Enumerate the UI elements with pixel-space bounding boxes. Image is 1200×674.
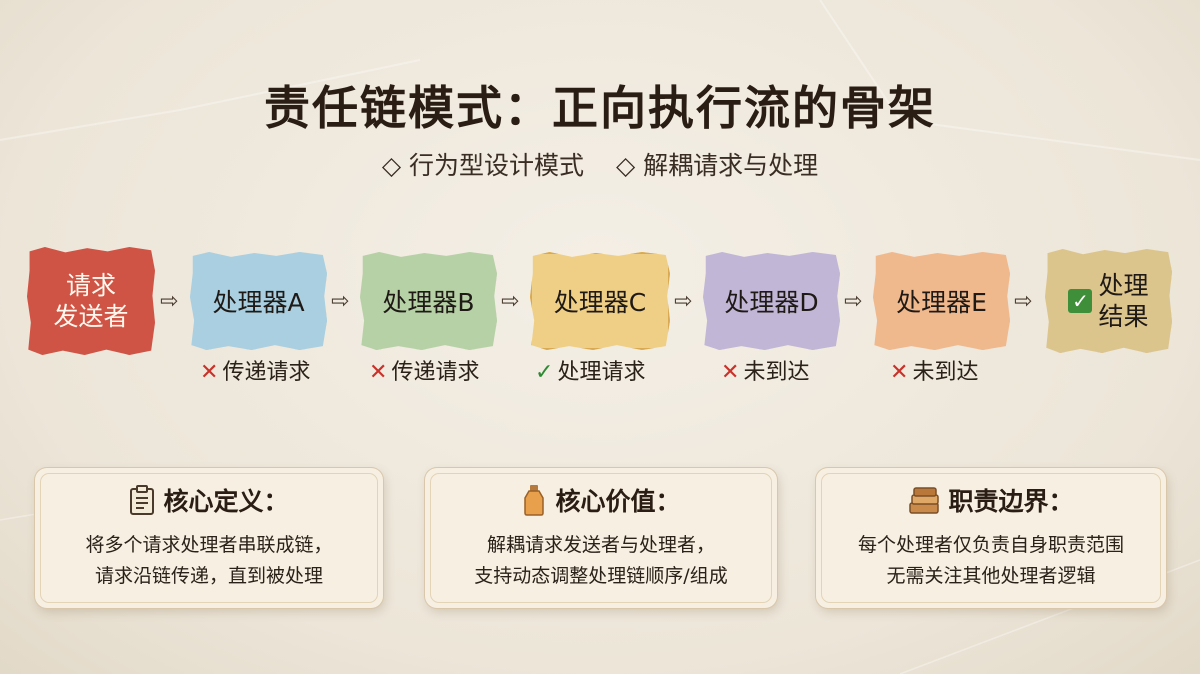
handler-c-node: 处理器C	[530, 252, 670, 350]
card-core-value: 核心价值： 解耦请求发送者与处理者， 支持动态调整处理链顺序/组成	[425, 468, 777, 608]
handler-c-status-text: 处理请求	[557, 360, 646, 385]
card-text-line: 解耦请求发送者与处理者，	[486, 534, 715, 556]
subtitle: ◇ 行为型设计模式 ◇ 解耦请求与处理	[0, 146, 1200, 182]
card-heading: 核心定义：	[163, 487, 289, 516]
handler-d-node: 处理器D	[703, 252, 840, 350]
handler-e-label: 处理器E	[896, 288, 987, 317]
card-core-definition: 核心定义： 将多个请求处理者串联成链， 请求沿链传递，直到被处理	[35, 468, 383, 608]
card-text-line: 无需关注其他处理者逻辑	[886, 565, 1096, 587]
result-node: ✓ 处理 结果	[1045, 249, 1172, 353]
handler-d-label: 处理器D	[724, 288, 819, 317]
handler-b-node: 处理器B	[360, 252, 497, 350]
arrow-icon: ⇨	[844, 289, 863, 314]
card-responsibility-boundary: 职责边界： 每个处理者仅负责自身职责范围 无需关注其他处理者逻辑	[816, 468, 1166, 608]
subtitle-tag-behavioral: ◇ 行为型设计模式	[381, 151, 585, 180]
clipboard-icon	[129, 485, 155, 515]
handler-a-node: 处理器A	[190, 252, 327, 350]
bottle-icon	[521, 484, 547, 516]
subtitle-tag-decouple: ◇ 解耦请求与处理	[615, 151, 819, 180]
result-label-line1: 处理	[1098, 270, 1149, 300]
card-heading: 核心价值：	[555, 487, 681, 516]
card-heading-row: 职责边界：	[816, 482, 1166, 518]
sender-label-line2: 发送者	[53, 302, 129, 331]
result-label-line2: 结果	[1098, 302, 1149, 331]
card-heading-row: 核心价值：	[425, 482, 777, 518]
handler-b-status-text: 传递请求	[391, 360, 480, 385]
arrow-icon: ⇨	[1014, 289, 1033, 314]
card-text-line: 支持动态调整处理链顺序/组成	[474, 565, 728, 587]
arrow-icon: ⇨	[501, 289, 520, 314]
card-heading-row: 核心定义：	[35, 482, 383, 518]
books-icon	[908, 485, 940, 515]
cross-icon: ✕	[369, 360, 388, 385]
card-body: 将多个请求处理者串联成链， 请求沿链传递，直到被处理	[45, 530, 373, 592]
cross-icon: ✕	[721, 360, 740, 385]
handler-a-status-text: 传递请求	[222, 360, 311, 385]
handler-a-label: 处理器A	[212, 288, 305, 317]
cross-icon: ✕	[890, 360, 909, 385]
handler-d-status-text: 未到达	[743, 360, 810, 385]
handler-c-label: 处理器C	[553, 288, 647, 317]
checkbox-checked-icon: ✓	[1068, 289, 1093, 313]
card-text-line: 每个处理者仅负责自身职责范围	[857, 534, 1124, 556]
arrow-icon: ⇨	[674, 289, 693, 314]
handler-e-status: ✕未到达	[890, 354, 978, 386]
card-body: 每个处理者仅负责自身职责范围 无需关注其他处理者逻辑	[826, 530, 1156, 592]
card-body: 解耦请求发送者与处理者， 支持动态调整处理链顺序/组成	[435, 530, 767, 592]
check-icon: ✓	[535, 360, 554, 385]
handler-e-status-text: 未到达	[912, 360, 979, 385]
handler-d-status: ✕未到达	[721, 354, 809, 386]
card-text-line: 请求沿链传递，直到被处理	[94, 565, 323, 587]
request-sender-node: 请求 发送者	[27, 247, 155, 355]
arrow-icon: ⇨	[331, 289, 350, 314]
chain-flow: 请求 发送者 ⇨ 处理器A ✕传递请求 ⇨ 处理器B ✕传递请求 ⇨ 处理器C …	[0, 242, 1200, 392]
card-heading: 职责边界：	[948, 487, 1074, 516]
sender-label-line1: 请求	[65, 270, 116, 300]
page-title: 责任链模式：正向执行流的骨架	[264, 81, 936, 135]
cross-icon: ✕	[200, 360, 219, 385]
handler-b-label: 处理器B	[382, 288, 475, 317]
handler-b-status: ✕传递请求	[369, 354, 479, 386]
card-text-line: 将多个请求处理者串联成链，	[85, 534, 333, 556]
handler-c-status: ✓处理请求	[535, 354, 645, 386]
handler-e-node: 处理器E	[873, 252, 1010, 350]
handler-a-status: ✕传递请求	[200, 354, 310, 386]
arrow-icon: ⇨	[160, 289, 179, 314]
